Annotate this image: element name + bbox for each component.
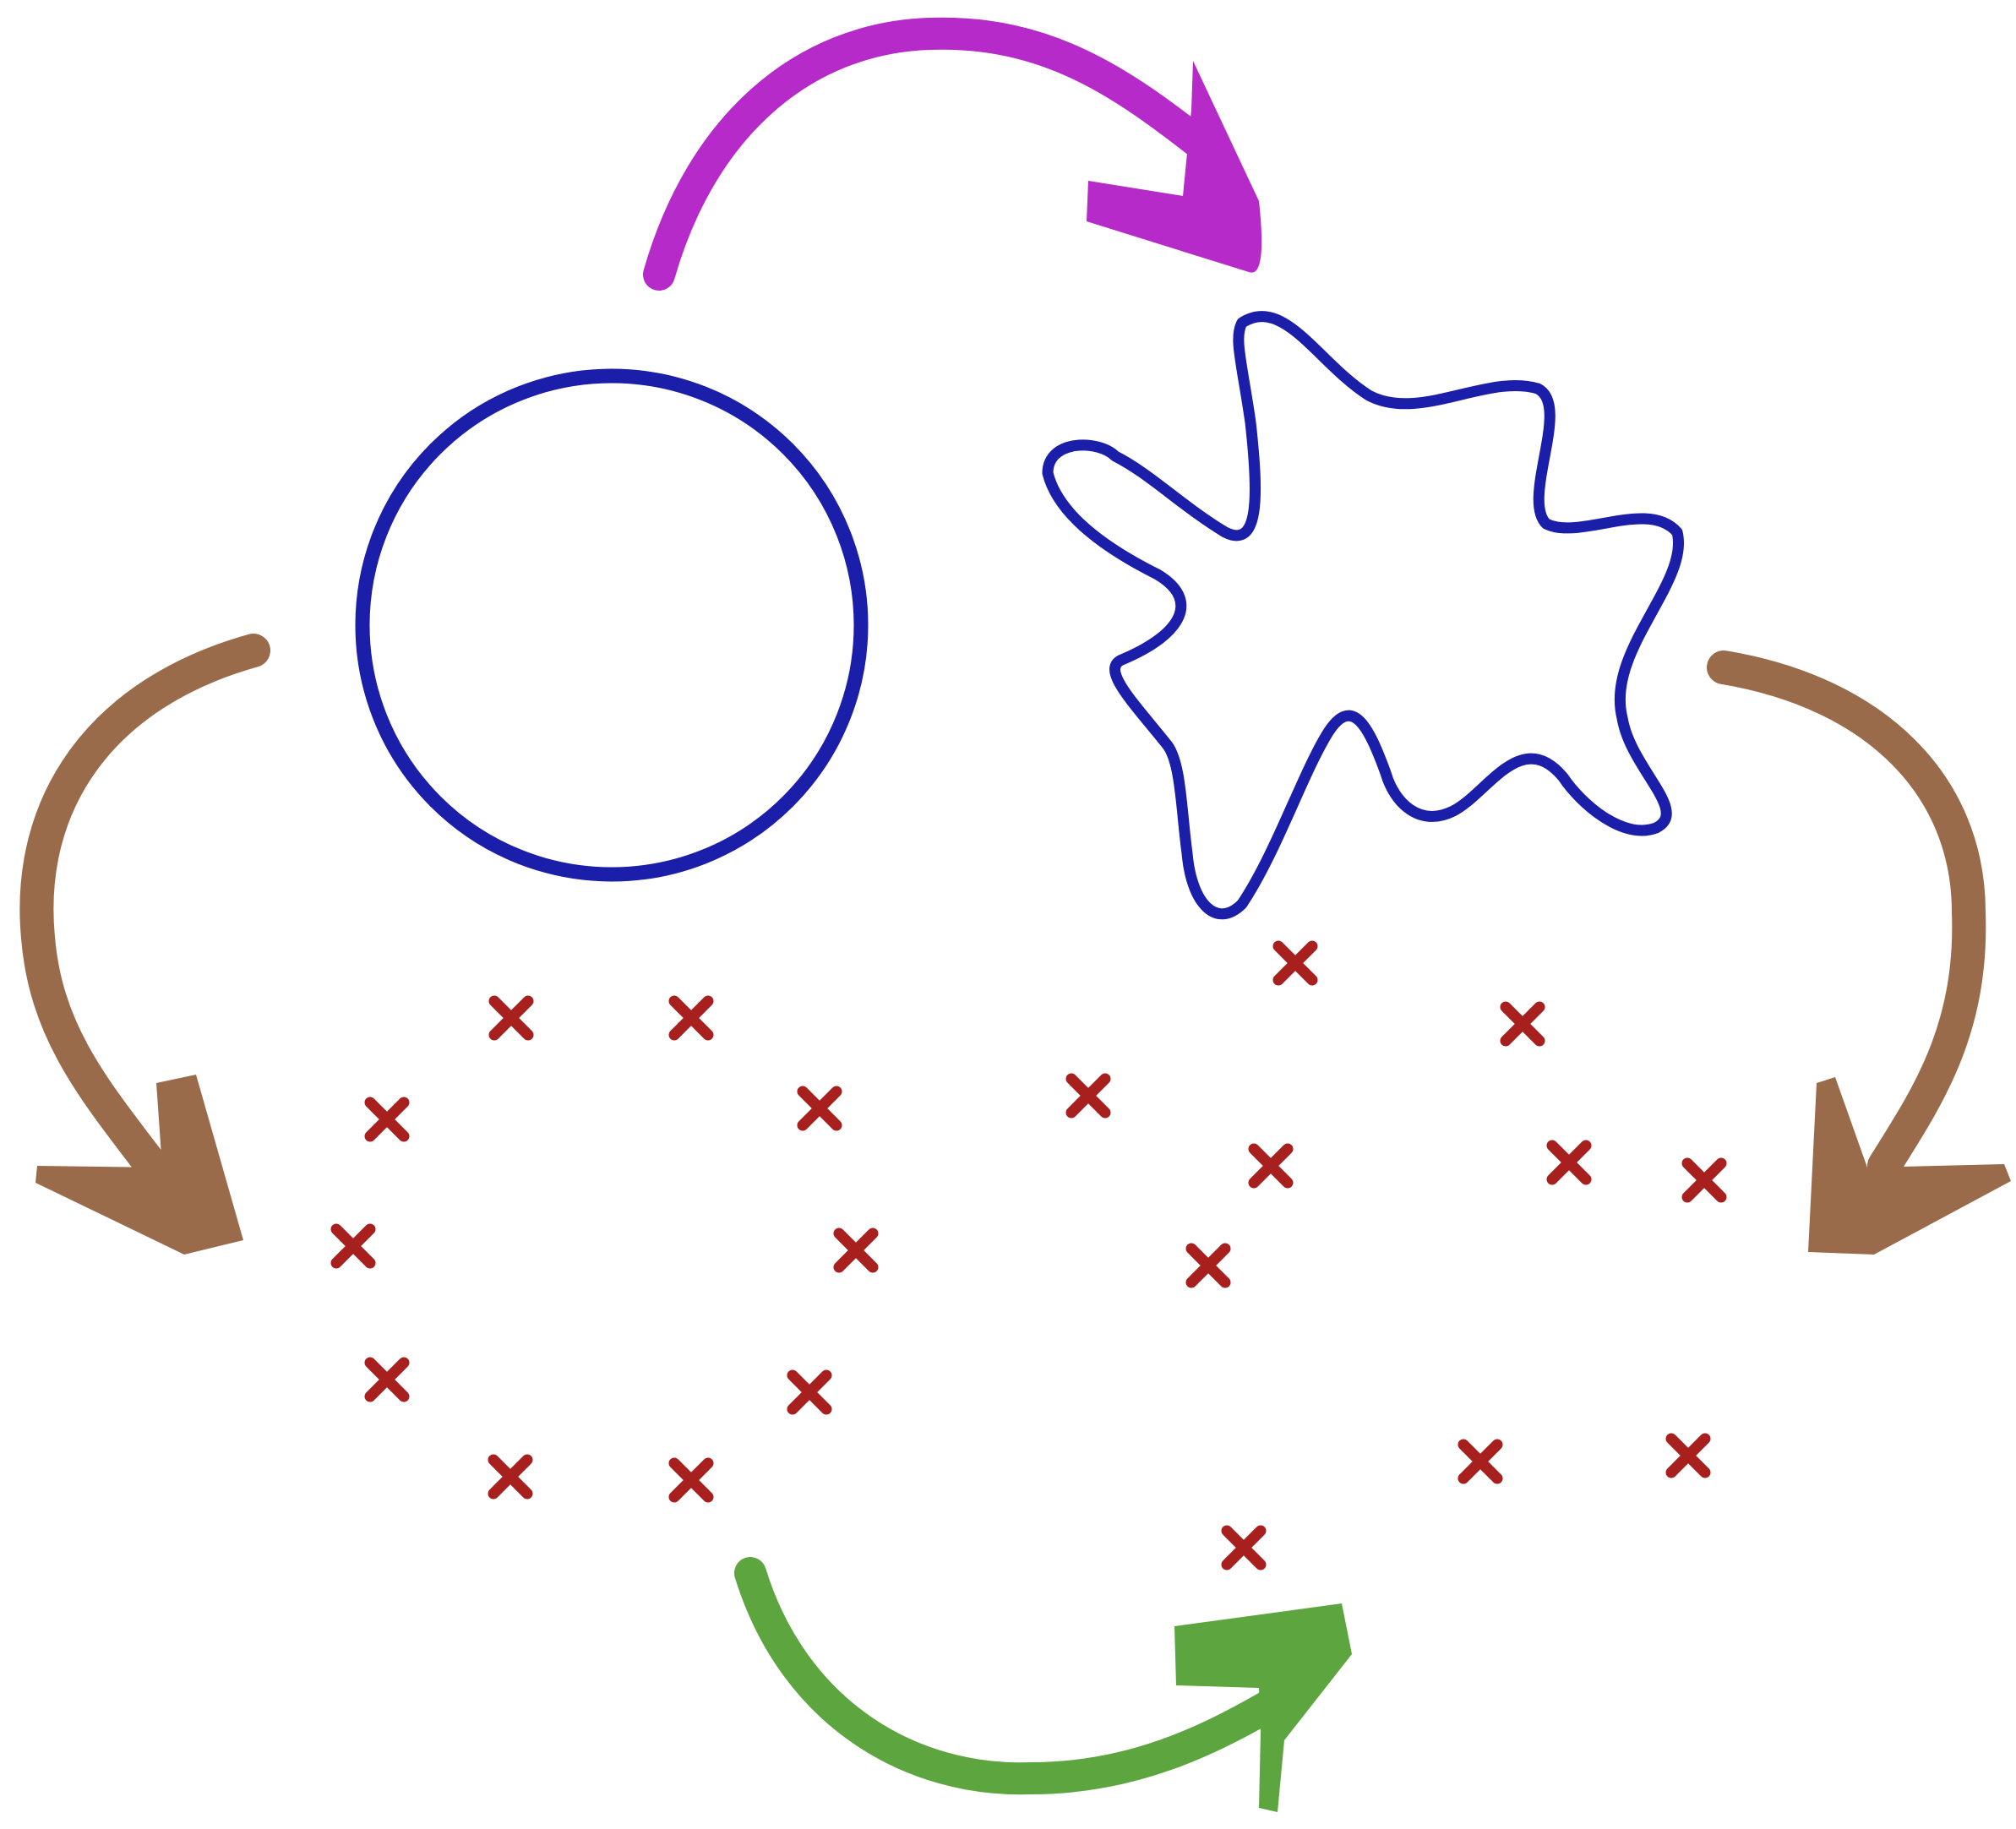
x-mark-icon <box>787 1369 832 1415</box>
arrow-bottom <box>734 1557 1352 1812</box>
arrow-right-shaft <box>1707 650 1986 1183</box>
arrow-left-head <box>35 1075 243 1255</box>
x-mark-icon <box>1185 1243 1231 1288</box>
x-mark-icon <box>1500 1001 1545 1047</box>
arrow-bottom-shaft <box>734 1557 1283 1795</box>
arrow-right-head <box>1808 1077 2011 1255</box>
x-mark-icon <box>488 1454 533 1500</box>
x-mark-icon <box>1065 1073 1111 1119</box>
arrow-left <box>19 634 270 1255</box>
circle-shape <box>355 368 869 882</box>
x-mark-icon <box>1272 940 1318 986</box>
x-mark-icon <box>833 1227 879 1273</box>
wavy-blob-shape <box>1042 311 1684 920</box>
x-mark-icon <box>364 1357 410 1402</box>
arrow-right <box>1707 650 2011 1255</box>
x-mark-icon <box>668 995 714 1041</box>
x-mark-icon <box>1546 1140 1592 1185</box>
arrow-bottom-head <box>1174 1603 1352 1812</box>
x-mark-icon <box>1221 1525 1267 1570</box>
x-mark-icon <box>1681 1157 1727 1203</box>
x-mark-icon <box>488 995 534 1041</box>
x-marker-group <box>330 940 1727 1570</box>
x-mark-icon <box>330 1223 376 1269</box>
arrow-top <box>643 17 1262 291</box>
arrow-left-shaft <box>19 634 270 1200</box>
x-mark-icon <box>668 1457 714 1503</box>
x-mark-icon <box>1458 1439 1503 1484</box>
arrow-top-head <box>1087 61 1262 273</box>
x-mark-icon <box>1665 1433 1711 1478</box>
x-mark-icon <box>1248 1143 1294 1189</box>
arrow-top-shaft <box>643 17 1216 291</box>
x-mark-icon <box>797 1086 842 1131</box>
x-mark-icon <box>364 1097 410 1142</box>
